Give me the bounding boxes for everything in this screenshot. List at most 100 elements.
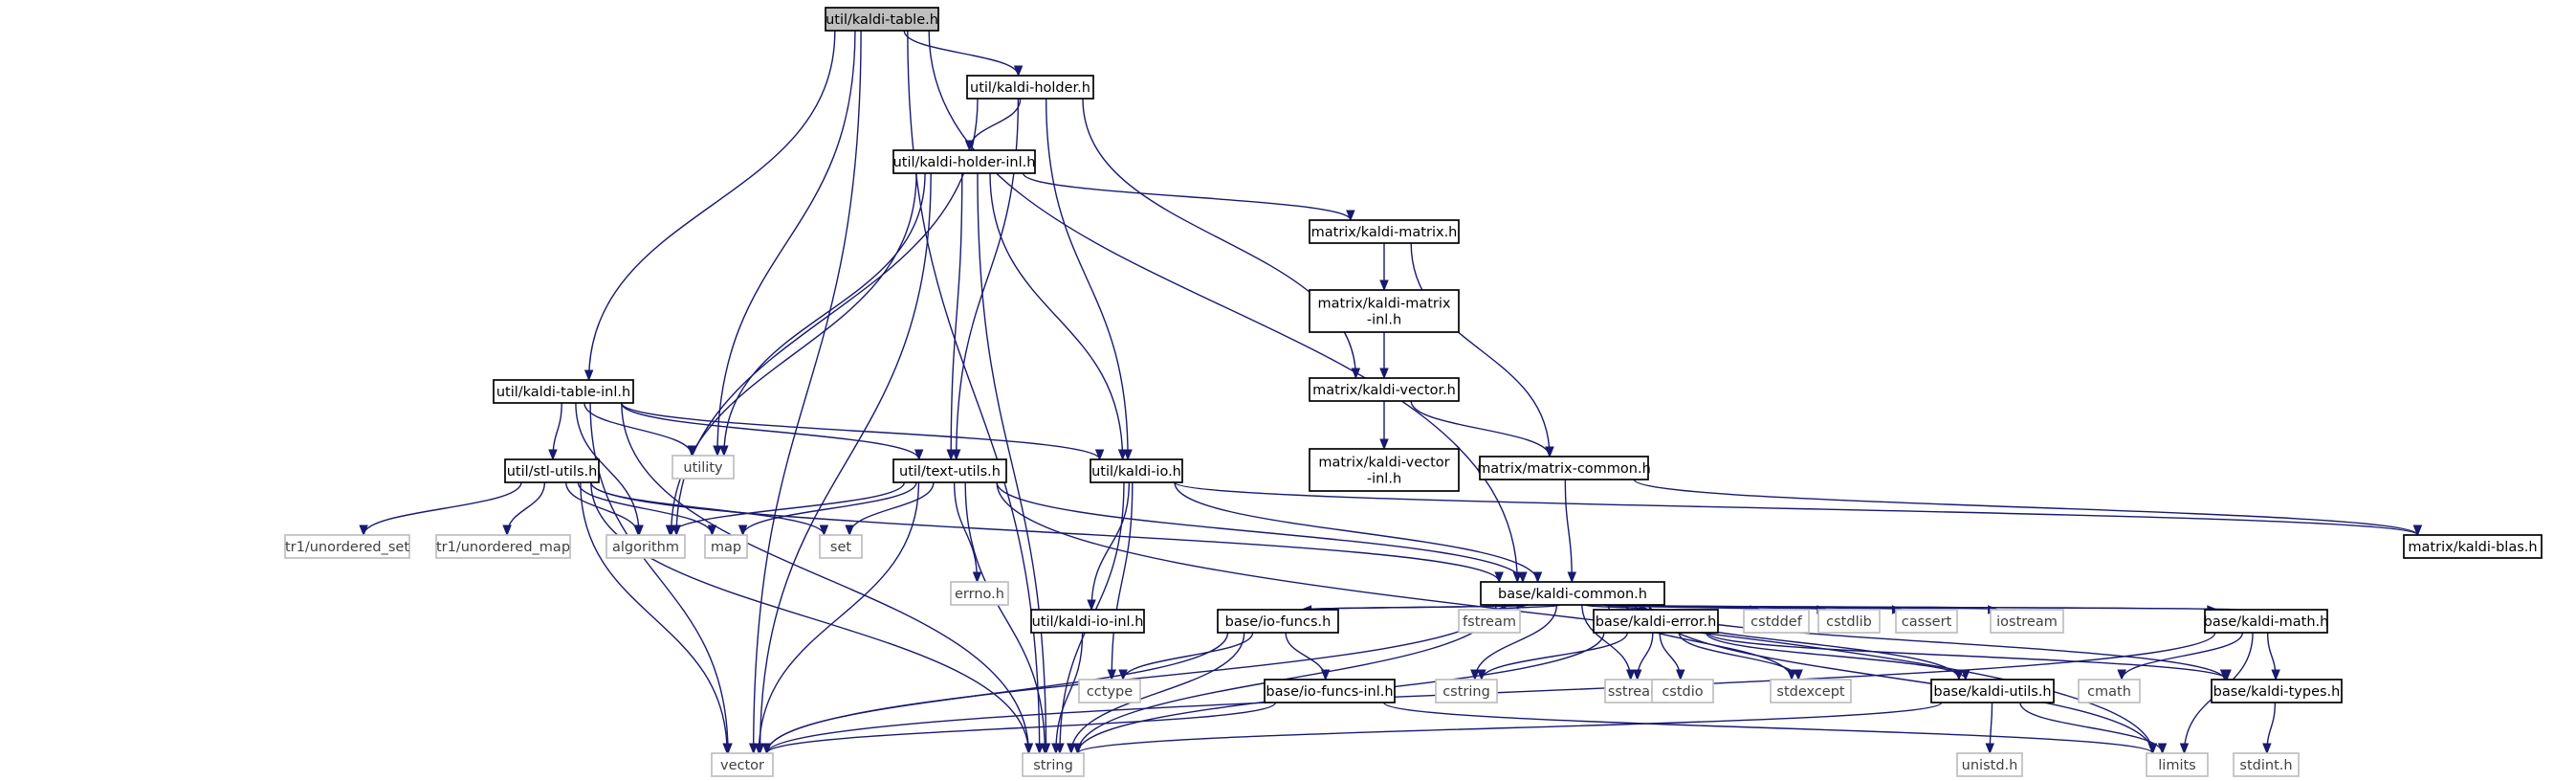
- node-cstdlib[interactable]: cstdlib: [1817, 609, 1881, 634]
- edge-line: [1174, 481, 1539, 583]
- node-label: util/text-utils.h: [899, 464, 1001, 480]
- edge-line: [1045, 98, 1129, 460]
- node-tr1-unordered-map[interactable]: tr1/unordered_map: [435, 534, 571, 559]
- node-label: sstream: [1608, 684, 1663, 700]
- node-algorithm[interactable]: algorithm: [605, 534, 686, 559]
- node-box: [2403, 534, 2543, 559]
- node-box: [1309, 448, 1460, 492]
- node-kaldi-math[interactable]: base/kaldi-math.h: [2204, 609, 2329, 634]
- node-kaldi-error[interactable]: base/kaldi-error.h: [1593, 609, 1719, 634]
- edge-io-funcs-to-string: [1067, 632, 1245, 755]
- edge-line: [580, 481, 728, 754]
- node-label: matrix/matrix-common.h: [1477, 461, 1651, 477]
- edge-arrowhead: [1351, 368, 1361, 380]
- node-text-utils[interactable]: util/text-utils.h: [892, 458, 1007, 483]
- node-label: cctype: [1087, 684, 1133, 700]
- node-matrix-kaldi-vector-inl[interactable]: matrix/kaldi-vector-inl.h: [1309, 448, 1460, 492]
- node-errno[interactable]: errno.h: [950, 581, 1009, 606]
- edge-kaldi-utils-to-limits: [2019, 702, 2168, 755]
- edge-line: [575, 402, 640, 536]
- edge-stl-utils-to-kaldi-common: [590, 481, 1504, 584]
- edge-kaldi-io-to-kaldi-common: [1174, 481, 1543, 584]
- node-box: [1743, 609, 1810, 634]
- node-tr1-unordered-set[interactable]: tr1/unordered_set: [284, 534, 410, 559]
- node-cassert[interactable]: cassert: [1895, 609, 1958, 634]
- edge-arrowhead: [665, 524, 675, 537]
- edge-text-utils-to-map: [738, 481, 917, 537]
- edge-arrowhead: [1567, 571, 1577, 584]
- edge-line: [903, 30, 1020, 77]
- node-cstring[interactable]: cstring: [1435, 679, 1498, 703]
- edge-matrix-common-to-kaldi-common: [1564, 479, 1577, 584]
- node-label: cassert: [1902, 614, 1952, 630]
- node-unistd[interactable]: unistd.h: [1956, 752, 2023, 777]
- node-kaldi-holder-inl[interactable]: util/kaldi-holder-inl.h: [892, 149, 1036, 174]
- node-label: base/kaldi-utils.h: [1933, 684, 2051, 700]
- node-set[interactable]: set: [819, 534, 863, 559]
- edge-line: [759, 172, 932, 754]
- edge-arrowhead: [2117, 669, 2126, 681]
- edge-line: [950, 172, 963, 460]
- edge-kaldi-common-to-sstream: [1581, 604, 1636, 681]
- node-stdint[interactable]: stdint.h: [2233, 752, 2300, 777]
- node-iostream[interactable]: iostream: [1990, 609, 2064, 634]
- node-utility[interactable]: utility: [672, 455, 735, 480]
- edge-line: [765, 632, 1229, 754]
- node-io-funcs[interactable]: base/io-funcs.h: [1217, 609, 1339, 634]
- edge-line: [1706, 632, 1967, 681]
- node-label: -inl.h: [1367, 472, 1401, 487]
- edge-arrowhead: [1094, 449, 1105, 461]
- edge-line: [723, 172, 926, 457]
- node-kaldi-common[interactable]: base/kaldi-common.h: [1480, 581, 1665, 606]
- node-box: [1435, 679, 1498, 703]
- edge-arrowhead: [914, 449, 924, 461]
- node-matrix-kaldi-vector[interactable]: matrix/kaldi-vector.h: [1309, 377, 1460, 402]
- node-matrix-kaldi-matrix-inl[interactable]: matrix/kaldi-matrix-inl.h: [1309, 289, 1460, 333]
- node-matrix-kaldi-blas[interactable]: matrix/kaldi-blas.h: [2403, 534, 2543, 559]
- node-box: [1895, 609, 1958, 634]
- node-kaldi-utils[interactable]: base/kaldi-utils.h: [1930, 679, 2055, 703]
- node-label: base/kaldi-error.h: [1596, 614, 1717, 630]
- node-matrix-kaldi-matrix[interactable]: matrix/kaldi-matrix.h: [1309, 219, 1460, 244]
- node-stdexcept[interactable]: stdexcept: [1770, 679, 1852, 703]
- edge-arrowhead: [738, 524, 748, 537]
- node-label: stdint.h: [2239, 758, 2292, 773]
- node-box: [504, 458, 600, 483]
- node-map[interactable]: map: [704, 534, 748, 559]
- node-box: [1770, 679, 1852, 703]
- edge-line: [1022, 172, 1352, 221]
- node-kaldi-table[interactable]: util/kaldi-table.h: [825, 7, 939, 32]
- edge-line: [1618, 604, 2236, 611]
- edge-matrix-kaldi-matrix-to-matrix-kaldi-matrix-inl: [1379, 243, 1389, 292]
- node-io-funcs-inl[interactable]: base/io-funcs-inl.h: [1264, 679, 1396, 703]
- edge-arrowhead: [748, 743, 759, 755]
- edge-arrowhead: [719, 445, 729, 457]
- edge-arrowhead: [1117, 449, 1128, 461]
- node-kaldi-table-inl[interactable]: util/kaldi-table-inl.h: [493, 379, 634, 404]
- node-cstdio[interactable]: cstdio: [1651, 679, 1714, 703]
- edge-line: [506, 481, 546, 536]
- node-string[interactable]: string: [1022, 752, 1085, 777]
- node-matrix-common[interactable]: matrix/matrix-common.h: [1477, 456, 1651, 480]
- node-kaldi-io-inl[interactable]: util/kaldi-io-inl.h: [1030, 609, 1145, 634]
- node-vector[interactable]: vector: [711, 752, 774, 777]
- edge-kaldi-holder-to-kaldi-holder-inl: [964, 98, 1022, 152]
- edge-stl-utils-to-algorithm: [565, 481, 643, 537]
- edge-kaldi-common-to-cstring: [1470, 604, 1558, 681]
- node-kaldi-types[interactable]: base/kaldi-types.h: [2211, 679, 2343, 703]
- node-label: errno.h: [955, 587, 1004, 602]
- edge-kaldi-io-to-cctype: [1107, 481, 1134, 681]
- node-cmath[interactable]: cmath: [2078, 679, 2141, 703]
- node-cstddef[interactable]: cstddef: [1743, 609, 1810, 634]
- node-label: iostream: [1996, 614, 2058, 630]
- node-limits[interactable]: limits: [2146, 752, 2209, 777]
- node-label: utility: [683, 460, 723, 476]
- node-kaldi-io[interactable]: util/kaldi-io.h: [1090, 458, 1183, 483]
- node-kaldi-holder[interactable]: util/kaldi-holder.h: [966, 75, 1094, 100]
- edge-arrowhead: [754, 743, 764, 755]
- node-box: [1090, 458, 1183, 483]
- node-stl-utils[interactable]: util/stl-utils.h: [504, 458, 600, 483]
- node-fstream[interactable]: fstream: [1458, 609, 1521, 634]
- node-cctype[interactable]: cctype: [1078, 679, 1141, 703]
- node-box: [435, 534, 571, 559]
